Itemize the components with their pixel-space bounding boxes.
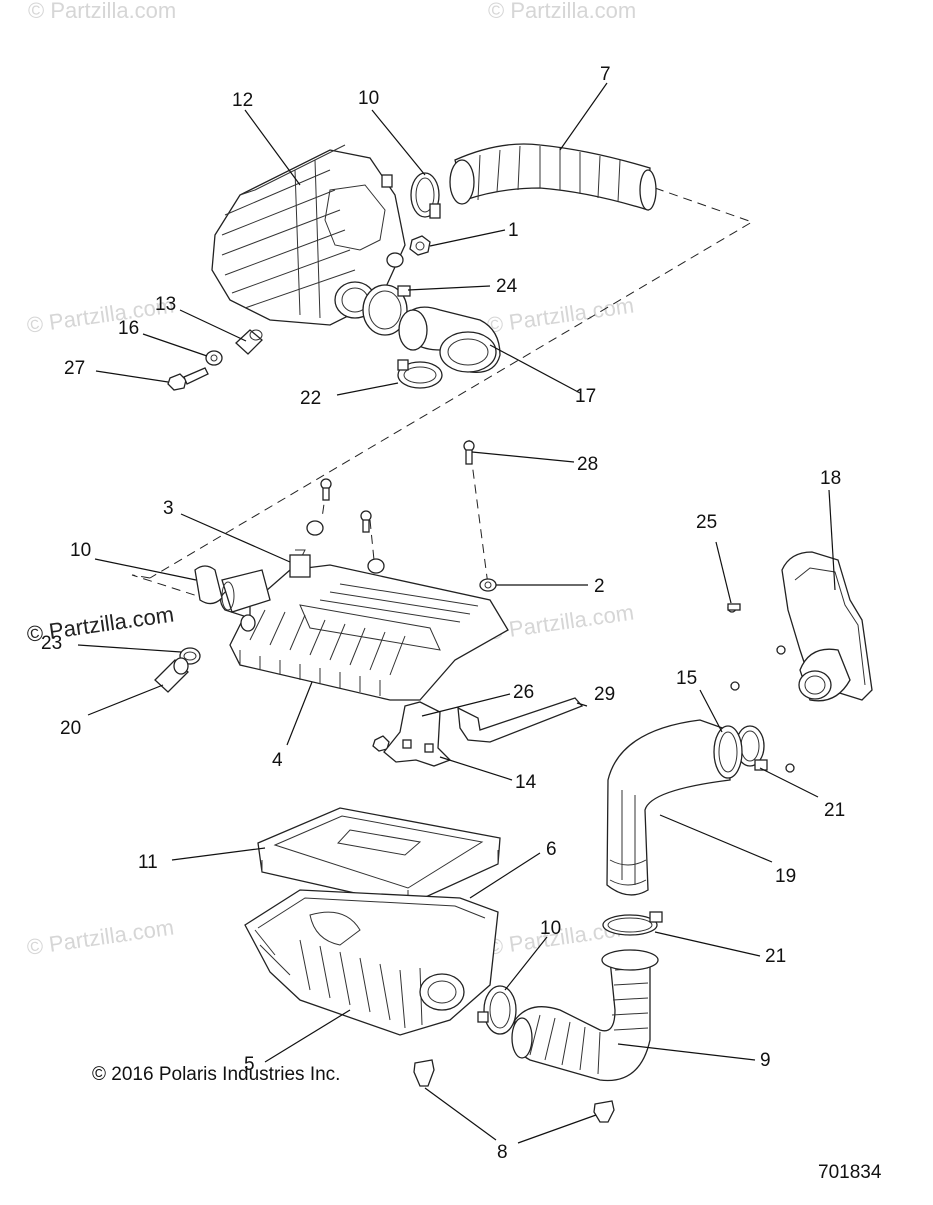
callout-3: 3 (163, 498, 174, 519)
watermark-text: © Partzilla.com (25, 293, 175, 338)
part-21-clamp-lower (602, 911, 663, 936)
callout-7: 7 (600, 64, 611, 85)
part-7-intake-duct (449, 143, 657, 211)
callout-14: 14 (515, 772, 537, 793)
watermark-text: © Partzilla.com (25, 915, 175, 960)
part-14-bracket (383, 701, 452, 767)
part-2-nut (479, 578, 497, 592)
callout-26: 26 (513, 682, 534, 703)
diagram-id: 701834 (818, 1162, 882, 1183)
part-12-airbox-cover (211, 144, 406, 326)
callout-6: 6 (546, 839, 557, 860)
part-22-clamp (397, 359, 443, 389)
callout-21: 21 (824, 800, 845, 821)
part-10-clamp-left (194, 565, 223, 605)
part-24-clamp (362, 284, 411, 336)
watermark-text: © Partzilla.com (28, 0, 176, 23)
part-4-airbox-upper-housing (220, 549, 509, 701)
callout-5: 5 (244, 1054, 255, 1075)
callout-24: 24 (496, 276, 518, 297)
part-10-clamp-upper (410, 172, 441, 219)
bolt-small (360, 510, 372, 533)
callout-10: 10 (70, 540, 91, 561)
callout-22: 22 (300, 388, 321, 409)
part-13-sleeve (235, 329, 263, 355)
callout-29: 29 (594, 684, 615, 705)
part-20-drain-cap (154, 657, 189, 693)
callout-18: 18 (820, 468, 841, 489)
callout-12: 12 (232, 90, 253, 111)
part-25-bolt (727, 603, 741, 613)
watermark-text: © Partzilla.com (485, 293, 635, 338)
part-1-nut (409, 235, 431, 256)
copyright-text: © 2016 Polaris Industries Inc. (92, 1064, 340, 1085)
callout-1: 1 (508, 220, 519, 241)
callout-11: 11 (138, 852, 158, 873)
leader-lines (77, 82, 836, 1144)
callout-10: 10 (358, 88, 379, 109)
part-27-bolt (167, 367, 209, 391)
watermark-text: © Partzilla.com (485, 600, 635, 645)
part-10-clamp-lower (477, 985, 517, 1035)
callout-4: 4 (272, 750, 283, 771)
callouts: 12 10 7 1 24 17 22 13 16 27 28 3 2 10 23… (41, 64, 845, 1163)
watermark-text: © Partzilla.com (488, 0, 636, 23)
part-11-air-filter (257, 807, 501, 906)
callout-28: 28 (577, 454, 598, 475)
callout-2: 2 (594, 576, 605, 597)
part-3-inlet-tube (221, 569, 271, 613)
callout-19: 19 (775, 866, 796, 887)
part-29-bracket (457, 697, 584, 743)
part-16-washer (205, 350, 223, 366)
part-18-inlet-housing (781, 551, 873, 702)
callout-15: 15 (676, 668, 697, 689)
grommet (306, 520, 385, 574)
callout-21: 21 (765, 946, 786, 967)
callout-17: 17 (575, 386, 596, 407)
bolt-small (320, 478, 332, 501)
part-8-push-rivet (413, 1059, 615, 1123)
part-9-duct (511, 949, 659, 1082)
callout-9: 9 (760, 1050, 771, 1071)
bolt-small (730, 645, 795, 773)
part-21-clamp-upper (735, 725, 768, 771)
callout-16: 16 (118, 318, 139, 339)
part-15-clamp (713, 725, 743, 779)
callout-25: 25 (696, 512, 717, 533)
part-19-duct (606, 719, 731, 896)
part-28-bolt (463, 440, 475, 465)
callout-27: 27 (64, 358, 85, 379)
callout-13: 13 (155, 294, 176, 315)
callout-10: 10 (540, 918, 561, 939)
callout-20: 20 (60, 718, 81, 739)
callout-23: 23 (41, 633, 62, 654)
callout-8: 8 (497, 1142, 508, 1163)
part-17-elbow (398, 306, 501, 374)
part-5-airbox-lower (244, 889, 499, 1036)
